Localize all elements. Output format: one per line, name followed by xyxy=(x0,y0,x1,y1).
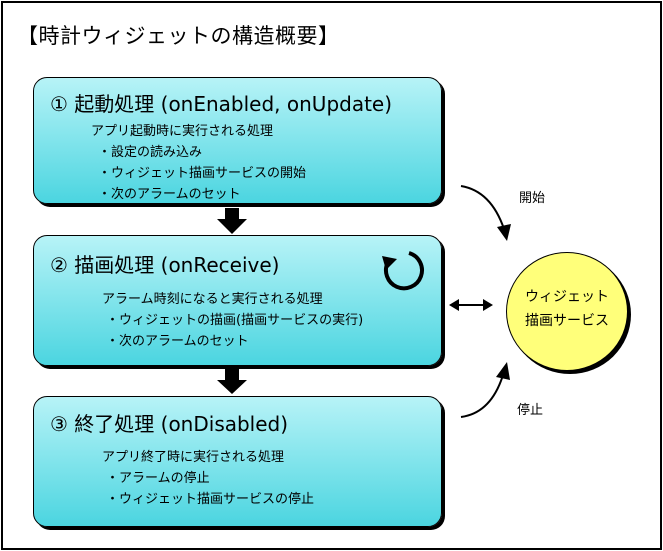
service-label-line2: 描画サービス xyxy=(525,313,609,329)
startup-item: ・ウィジェット描画サービスの開始 xyxy=(98,166,307,181)
startup-item: ・設定の読み込み xyxy=(98,145,203,160)
start-label: 開始 xyxy=(519,191,546,206)
end-item: ・ウィジェット描画サービスの停止 xyxy=(106,492,315,507)
draw-process-heading: ② 描画処理 (onReceive) xyxy=(50,253,280,277)
stop-label: 停止 xyxy=(517,403,544,418)
draw-item: ・ウィジェットの描画(描画サービスの実行) xyxy=(106,313,364,328)
draw-process-box: ② 描画処理 (onReceive) アラーム時刻になると実行される処理 ・ウィ… xyxy=(33,235,442,366)
start-curved-arrow-icon xyxy=(460,185,511,241)
stop-curved-arrow-icon xyxy=(460,362,510,418)
end-item: ・アラームの停止 xyxy=(106,471,210,486)
startup-process-description: アプリ起動時に実行される処理 xyxy=(91,124,274,139)
startup-item: ・次のアラームのセット xyxy=(98,187,241,202)
end-process-description: アプリ終了時に実行される処理 xyxy=(102,450,285,465)
startup-process-box: ① 起動処理 (onEnabled, onUpdate) アプリ起動時に実行され… xyxy=(33,77,442,204)
draw-item: ・次のアラームのセット xyxy=(106,334,249,349)
down-arrow-icon xyxy=(217,208,247,234)
end-process-box: ③ 終了処理 (onDisabled) アプリ終了時に実行される処理 ・アラーム… xyxy=(33,396,442,527)
diagram-title: 【時計ウィジェットの構造概要】 xyxy=(17,24,340,48)
startup-process-heading: ① 起動処理 (onEnabled, onUpdate) xyxy=(50,92,393,116)
service-label-line1: ウィジェット xyxy=(525,289,609,305)
down-arrow-icon xyxy=(217,369,247,394)
end-process-heading: ③ 終了処理 (onDisabled) xyxy=(50,412,289,436)
loop-arrow-icon xyxy=(382,251,424,291)
draw-process-description: アラーム時刻になると実行される処理 xyxy=(102,292,323,307)
widget-draw-service-circle: ウィジェット 描画サービス xyxy=(506,252,628,371)
bidirectional-arrow-icon xyxy=(449,299,493,311)
